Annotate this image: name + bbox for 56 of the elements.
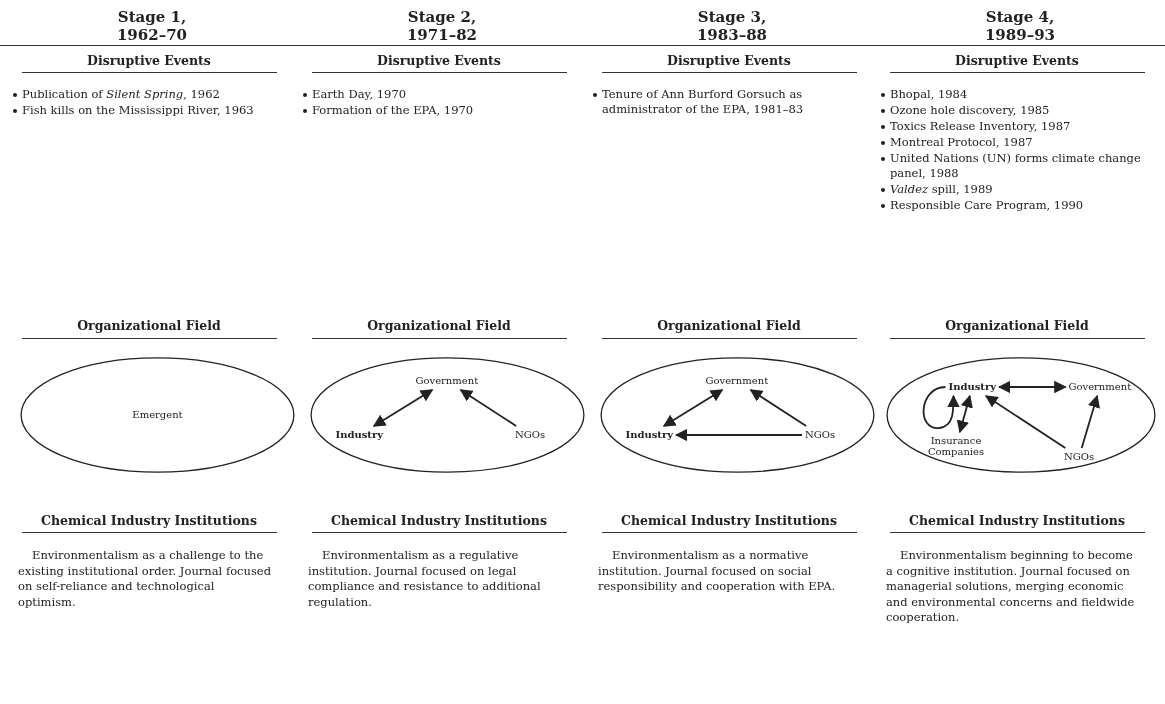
bullet-item: Fish kills on the Mississippi River, 1963 [22,103,255,118]
section-heading: Organizational Field [944,318,1090,333]
section-heading: Disruptive Events [376,53,502,68]
bullet-item: Montreal Protocol, 1987 [890,135,1034,150]
arrow [459,389,518,427]
bullet-item: Bhopal, 1984 [890,87,969,102]
description-text: Environmentalism as a regulative institution. Journal focused on legal compliance and resistance to additional regulation. [308,548,542,610]
field-ellipse [886,357,1156,473]
bullet-item: Formation of the EPA, 1970 [312,103,475,118]
description-text: Environmentalism as a normative institution. Journal focused on social responsibility and cooperation with EPA. [598,548,837,595]
arrow [956,394,973,434]
bullet-item: Tenure of Ann Burford Gorsuch as administrator of the EPA, 1981–83 [602,87,805,117]
actor-label: Government [1068,381,1132,393]
actor-label: Government [415,375,479,387]
arrow [984,395,1067,449]
arrow [662,389,724,427]
section-heading: Disruptive Events [666,53,792,68]
actor-label: Industry [335,429,384,441]
section-heading: Organizational Field [656,318,802,333]
field-ellipse [310,357,585,473]
stage-heading: Stage 3, 1983–88 [695,8,769,44]
stage-heading: Stage 4, 1989–93 [983,8,1057,44]
section-heading: Organizational Field [76,318,222,333]
actor-label: NGOs [805,429,836,441]
actor-label: NGOs [515,429,546,441]
section-heading: Chemical Industry Institutions [40,513,258,528]
actor-label: Industry [625,429,674,441]
stage-heading: Stage 2, 1971–82 [405,8,479,44]
section-heading: Disruptive Events [954,53,1080,68]
bullet-item: Valdez spill, 1989 [890,182,994,197]
stage-heading: Stage 1, 1962–70 [115,8,189,44]
actor-label: Industry [948,381,997,393]
actor-label: Government [705,375,769,387]
description-text: Environmentalism as a challenge to the existing institutional order. Journal focused on self-reliance and technological optimism. [18,548,272,610]
section-heading: Chemical Industry Institutions [330,513,548,528]
arrow [1080,394,1100,449]
arrow [372,389,434,427]
arrow [749,389,808,427]
section-heading: Disruptive Events [86,53,212,68]
bullet-item: Publication of Silent Spring, 1962 [22,87,221,102]
section-heading: Chemical Industry Institutions [620,513,838,528]
bullet-item: Ozone hole discovery, 1985 [890,103,1051,118]
bullet-item: Earth Day, 1970 [312,87,408,102]
field-ellipse [600,357,875,473]
section-heading: Chemical Industry Institutions [908,513,1126,528]
bullet-item: Toxics Release Inventory, 1987 [890,119,1072,134]
actor-label: NGOs [1064,451,1095,463]
field-ellipse [20,357,295,473]
arrow [997,380,1067,394]
field-label: Emergent [132,409,183,421]
section-heading: Organizational Field [366,318,512,333]
actor-label: Insurance Companies [925,435,987,457]
bullet-item: Responsible Care Program, 1990 [890,198,1085,213]
arrow [674,428,803,442]
description-text: Environmentalism beginning to become a cognitive institution. Journal focused on managerial solutions, merging economic and environmental concerns and fieldwide cooperation. [886,548,1136,626]
arrow [922,386,960,429]
